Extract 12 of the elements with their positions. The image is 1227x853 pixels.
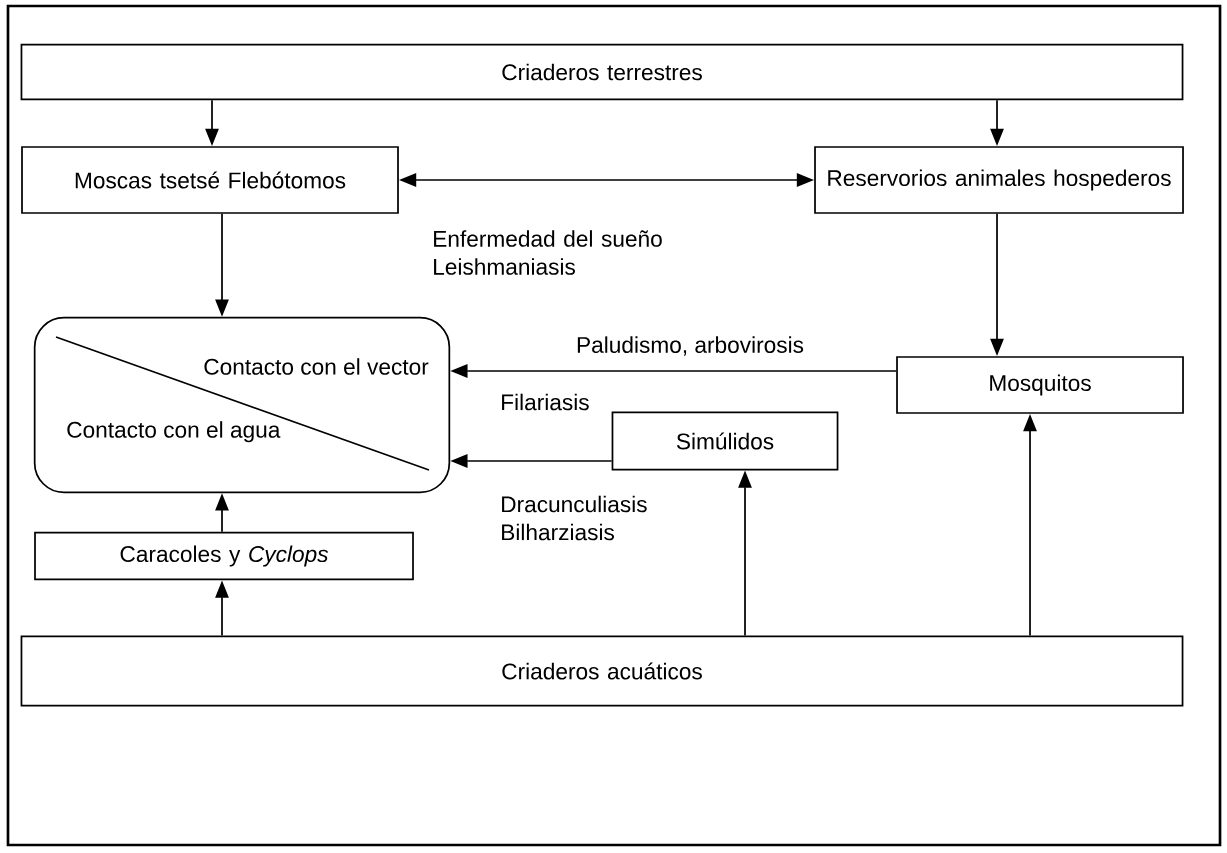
box: Caracoles y Cyclops	[34, 531, 414, 581]
rounded-box: Contacto con el vector Contacto con el agua	[33, 316, 451, 494]
box: Reservorios animales hospederos	[814, 146, 1184, 214]
disease-label: Filariasis	[502, 393, 589, 411]
box: Simúlidos	[611, 411, 839, 471]
box: Mosquitos	[896, 356, 1184, 414]
edge-label: Paludismo, arbovirosis	[577, 336, 804, 356]
box: Criaderos terrestres	[20, 43, 1184, 101]
disease-label: Dracunculiasis Bilharziasis	[502, 495, 647, 541]
box: Criaderos acuáticos	[20, 635, 1184, 707]
edge-label: Enfermedad del sueño Leishmaniasis	[434, 230, 662, 275]
box: Moscas tsetsé Flebótomos	[21, 146, 399, 214]
